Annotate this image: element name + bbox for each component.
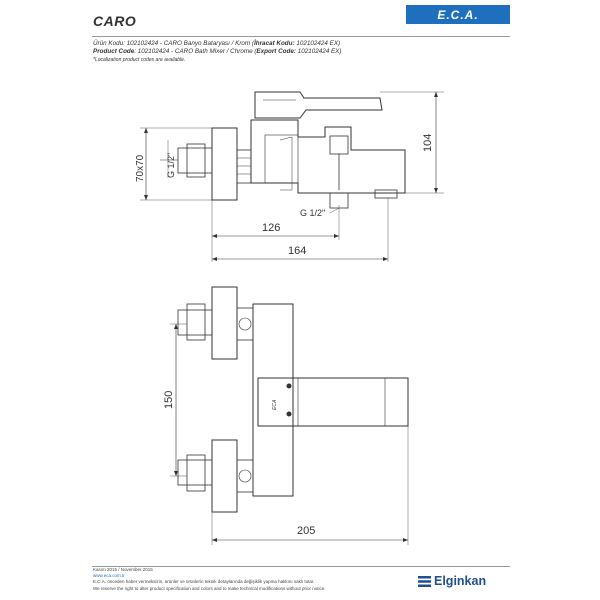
dim-70x70: 70x70	[135, 154, 146, 182]
hot-indicator-icon	[286, 383, 292, 389]
lever-side	[254, 91, 383, 119]
eca-logo: E.C.A.	[406, 5, 510, 24]
diverter	[329, 135, 349, 155]
elginkan-mark-icon	[418, 575, 431, 587]
lower-wall-plate	[211, 439, 238, 513]
footer: Kasım 2015 / November 2015 www.eca.com.t…	[93, 567, 326, 592]
nut-side	[236, 149, 252, 184]
thread-left-label: G 1/2"	[166, 153, 176, 178]
footer-divider	[92, 566, 510, 567]
product-codes: Ürün Kodu: 102102424 - CARO Banyo Batary…	[93, 40, 341, 64]
thread-bottom-label: G 1/2"	[300, 208, 325, 218]
handle-marking: ECA	[272, 399, 278, 410]
dim-164: 164	[288, 245, 306, 257]
product-title: CARO	[93, 13, 137, 29]
mixer-body-front	[252, 303, 294, 497]
product-code-tr: Ürün Kodu: 102102424 - CARO Banyo Batary…	[93, 40, 341, 47]
upper-wall-plate	[211, 286, 238, 360]
elginkan-text: Elginkan	[434, 574, 487, 588]
dim-205: 205	[297, 525, 315, 537]
front-view: ECA 150 205	[163, 286, 409, 545]
wall-plate	[211, 127, 238, 201]
side-view: 70x70 G 1/2" 104 126 164 G 1/2"	[135, 91, 444, 262]
mixer-body-side	[250, 119, 406, 194]
product-code-en: Product Code: 102102424 - CARO Bath Mixe…	[93, 48, 342, 55]
lever-front	[257, 377, 409, 427]
dim-150: 150	[163, 391, 175, 409]
dim-104: 104	[422, 134, 434, 152]
disclaimer-en: We reserve the right to alter product sp…	[93, 585, 326, 591]
website-link[interactable]: www.eca.com.tr	[93, 573, 125, 579]
eca-logo-text: E.C.A.	[437, 7, 479, 22]
date-label: Kasım 2015 / November 2015	[93, 567, 153, 572]
cold-indicator-icon	[286, 411, 292, 417]
localization-note: *Localization product codes are availabl…	[93, 57, 186, 63]
header-divider	[92, 36, 510, 37]
elginkan-logo: Elginkan	[418, 574, 486, 588]
dim-126: 126	[262, 222, 280, 234]
disclaimer-tr: E.C.A. önceden haber vermeksizin, ürünle…	[93, 579, 315, 585]
